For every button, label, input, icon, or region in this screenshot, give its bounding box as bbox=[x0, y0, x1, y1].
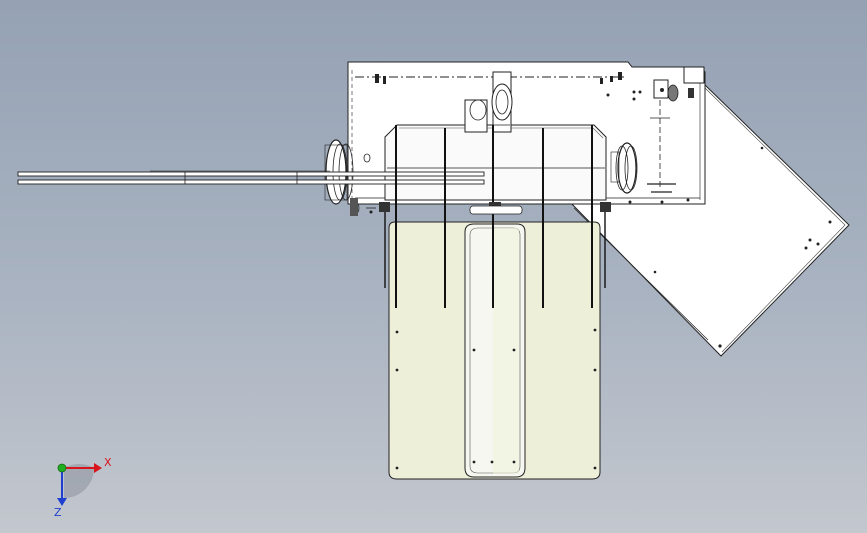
view-orientation-triad[interactable]: X Z bbox=[40, 448, 120, 518]
horizontal-guide-rails[interactable] bbox=[17, 170, 485, 185]
triad-shadow bbox=[64, 463, 94, 498]
top-center-motor[interactable] bbox=[464, 71, 513, 133]
top-right-component-cluster[interactable] bbox=[647, 66, 705, 193]
x-axis-arrowhead bbox=[94, 463, 102, 473]
z-axis-label: Z bbox=[54, 506, 62, 518]
y-axis-dot bbox=[57, 463, 67, 473]
inner-octagon-panel[interactable] bbox=[384, 124, 607, 201]
right-pulley-assembly[interactable] bbox=[610, 142, 638, 194]
lower-platform-panel[interactable] bbox=[388, 221, 601, 480]
x-axis-label: X bbox=[104, 456, 112, 469]
clamp-brackets[interactable] bbox=[366, 202, 611, 215]
vertical-support-rods[interactable] bbox=[384, 125, 606, 308]
z-axis-arrowhead bbox=[57, 498, 67, 506]
